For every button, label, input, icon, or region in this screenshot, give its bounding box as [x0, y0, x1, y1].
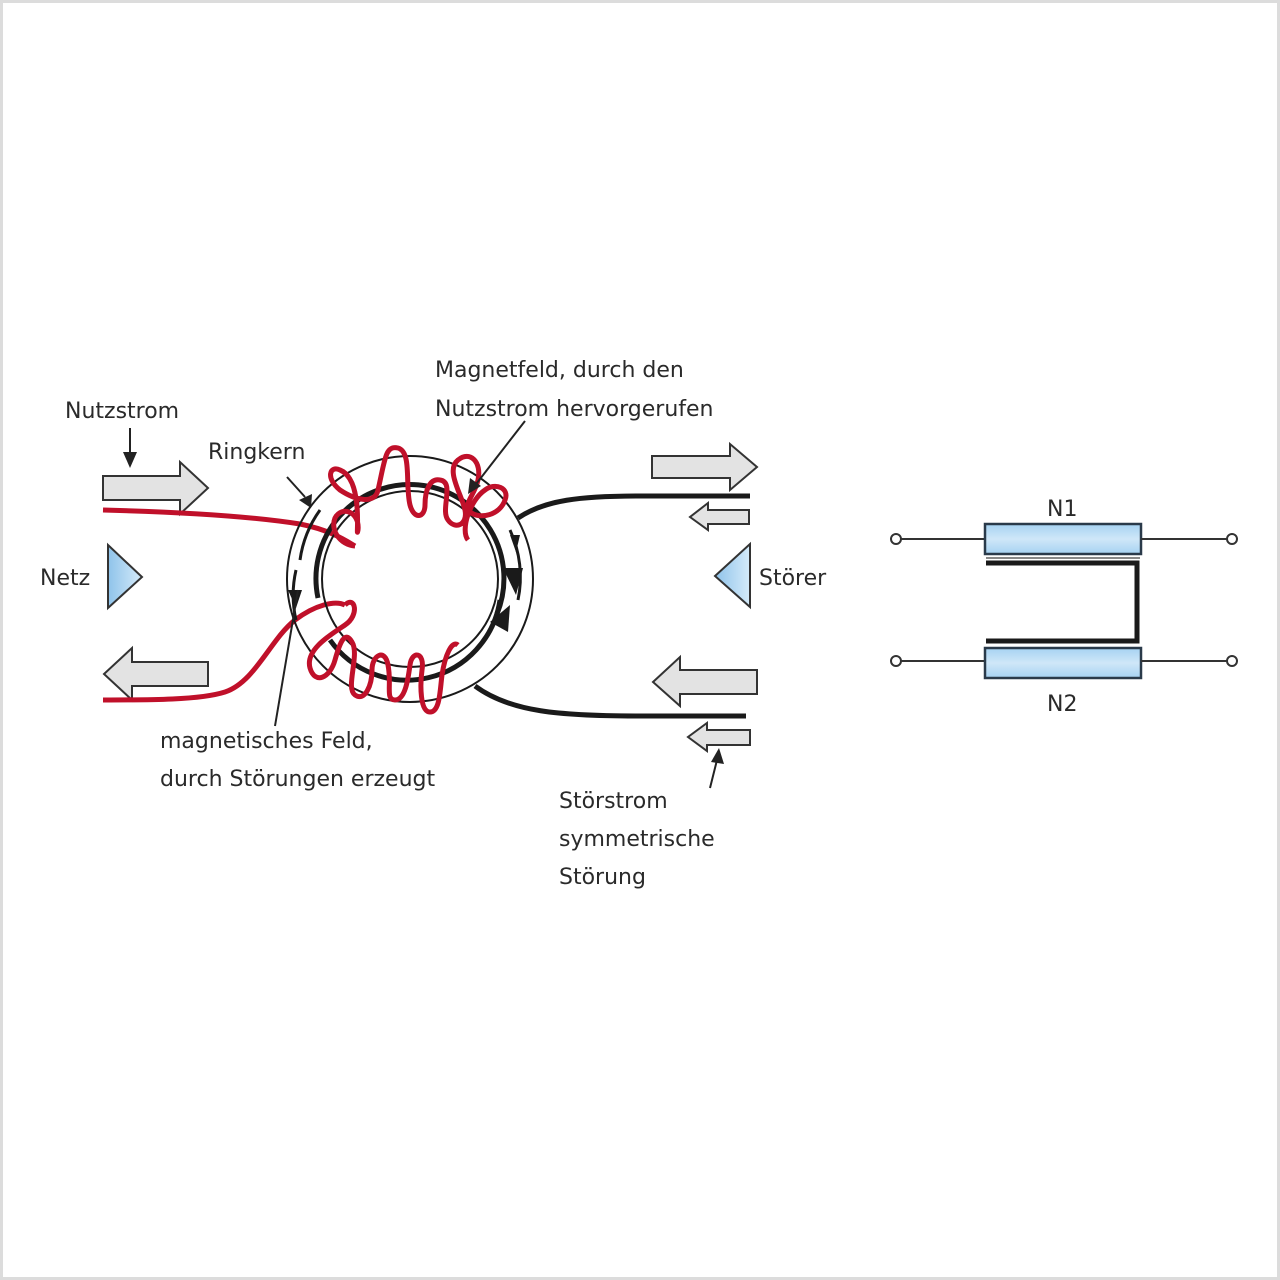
label-stoerstrom-1: Störstrom [559, 789, 668, 814]
red-winding-upper [328, 445, 509, 549]
return-arrow-right [651, 654, 758, 709]
field-arrowhead-right-small [510, 535, 520, 552]
magnetfeld-pointer-icon [468, 420, 526, 494]
winding-n2 [983, 646, 1143, 680]
return-arrow-left [102, 645, 209, 703]
red-wire-lower [102, 600, 347, 703]
label-stoerstrom-3: Störung [559, 865, 646, 890]
black-wire-lower [473, 683, 746, 719]
winding-n1 [983, 522, 1143, 556]
stoerstrom-arrow-lower [686, 721, 751, 753]
field-arrowhead-left-down [288, 590, 302, 608]
label-nutzstrom: Nutzstrom [65, 399, 179, 424]
ringkern-pointer-icon [286, 476, 312, 508]
magn-feld-pointer-icon [274, 589, 299, 727]
core-bracket [986, 560, 1140, 644]
label-ringkern: Ringkern [208, 440, 305, 465]
field-arrowhead-right-down [503, 568, 523, 595]
label-stoerstrom-2: symmetrische [559, 827, 715, 852]
nutzstrom-arrow-right-right [651, 441, 759, 493]
nutzstrom-arrow-right-left [102, 459, 210, 517]
label-magnetfeld-1: Magnetfeld, durch den [435, 358, 684, 383]
label-magn-feld-1: magnetisches Feld, [160, 729, 373, 754]
stoerstrom-pointer-icon [709, 748, 724, 789]
field-arrowhead-right-up [490, 605, 510, 632]
stoerstrom-arrow-upper [688, 500, 750, 532]
red-winding-lower [306, 600, 460, 715]
label-magnetfeld-2: Nutzstrom hervorgerufen [435, 397, 713, 422]
label-stoerer: Störer [759, 566, 827, 591]
stoerer-triangle-icon [713, 541, 751, 610]
choke-schematic [890, 522, 1238, 680]
netz-triangle-icon [107, 542, 144, 611]
black-wire-upper [516, 493, 750, 521]
label-magn-feld-2: durch Störungen erzeugt [160, 767, 435, 792]
label-n2: N2 [1047, 692, 1077, 717]
nutzstrom-pointer-icon [123, 428, 137, 468]
label-n1: N1 [1047, 497, 1077, 522]
label-netz: Netz [40, 566, 90, 591]
